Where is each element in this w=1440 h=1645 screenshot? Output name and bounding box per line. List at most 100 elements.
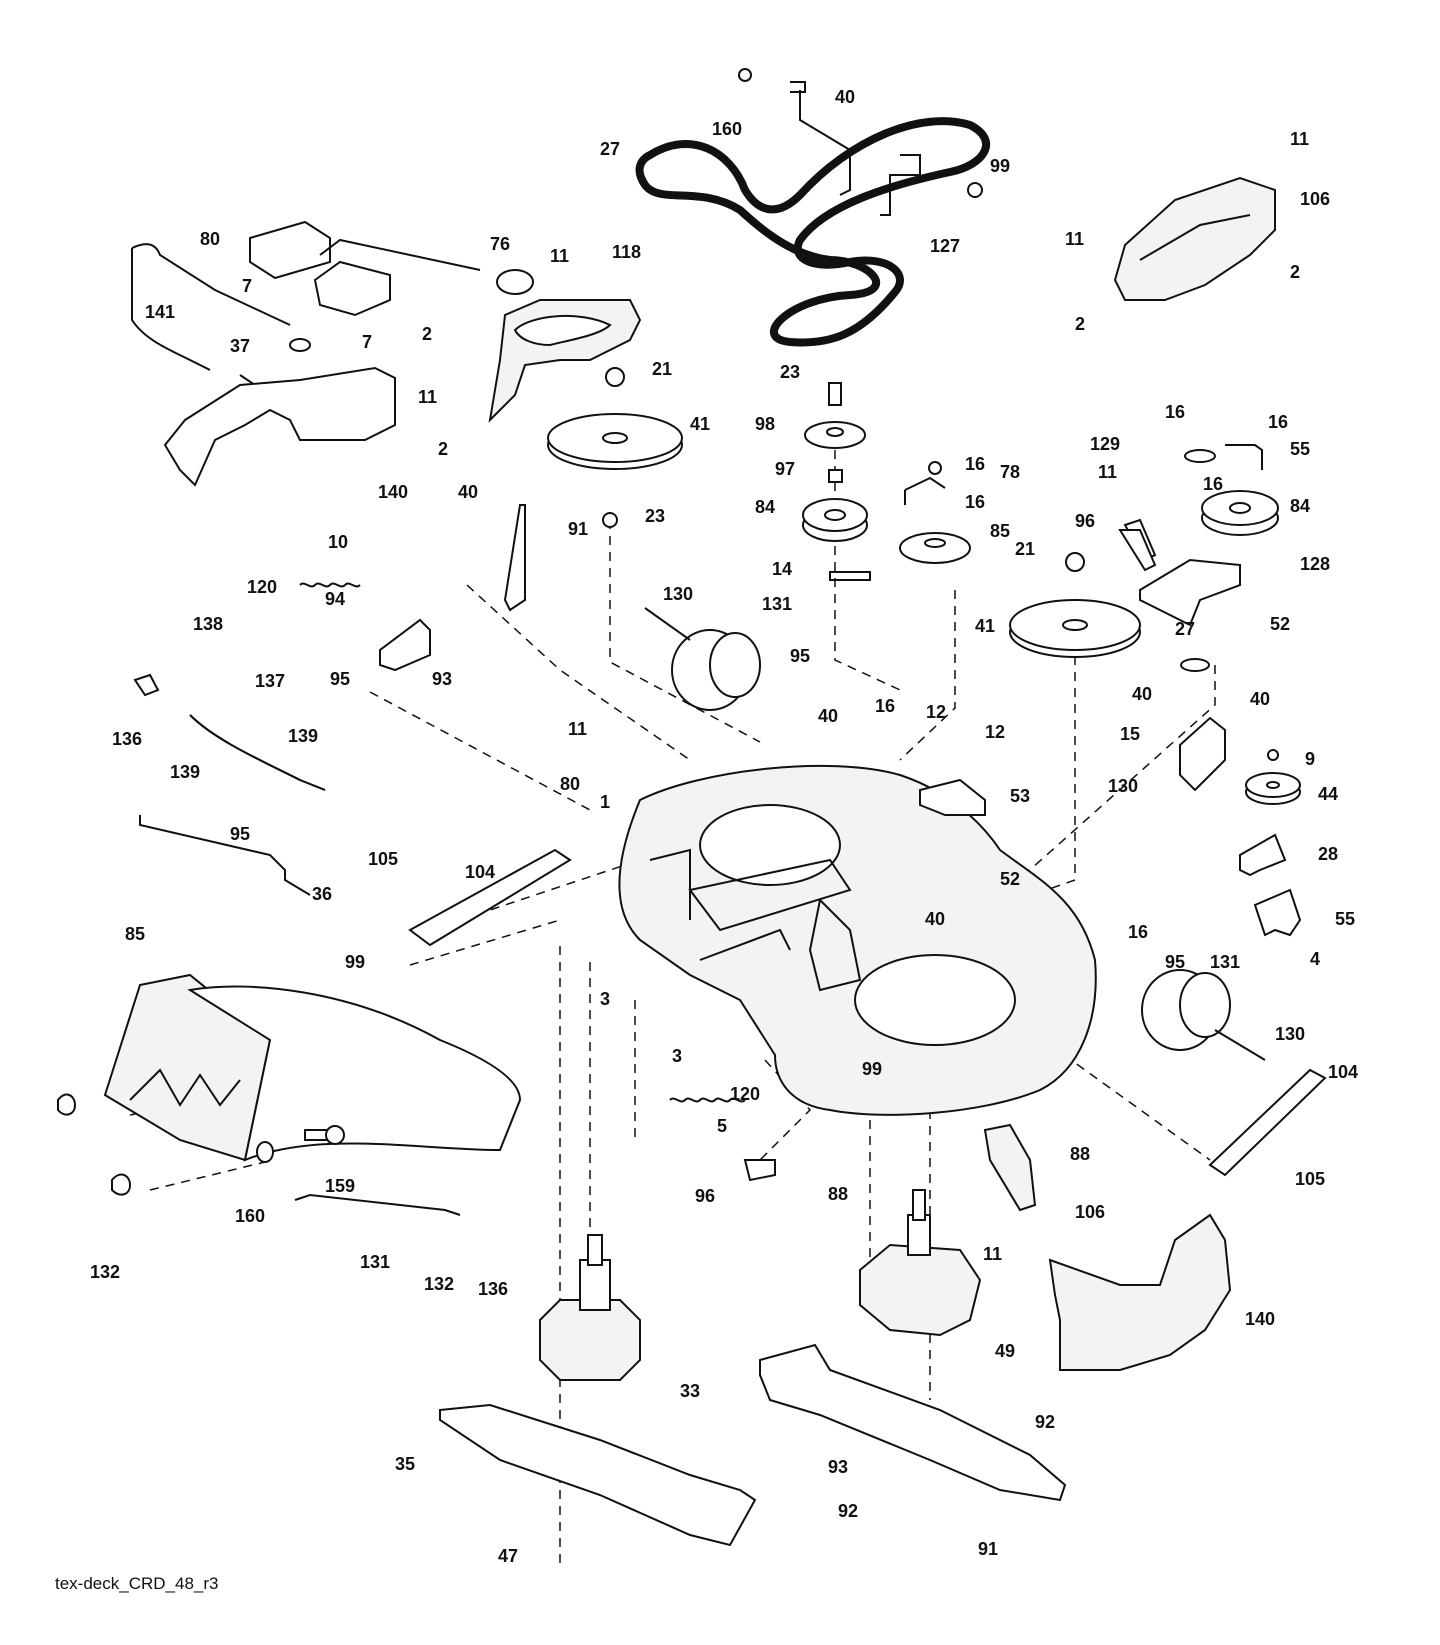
callout-118: 128 [1300,554,1330,574]
callout-129: 131 [360,1252,390,1272]
callout-53: 55 [1335,909,1355,929]
rod-129 [294,1193,461,1216]
diagram-caption: tex-deck_CRD_48_r3 [55,1574,219,1593]
idler-pulleys-center [802,382,868,542]
callout-36: 36 [312,884,332,904]
callout-49: 49 [995,1341,1015,1361]
callout-105: 118 [612,242,641,262]
rod-92 [139,815,311,896]
callout-152: 141 [145,302,175,322]
callout-93: 96 [1075,511,1095,531]
callout-23: 23 [780,362,800,382]
callout-47: 47 [498,1546,518,1566]
callout-48-a: 52 [1270,614,1290,634]
callout-89: 93 [432,669,452,689]
callout-12-a: 12 [926,702,946,722]
callout-100-a: 105 [368,849,398,869]
callout-2-c: 2 [422,324,432,344]
callout-35: 35 [395,1454,415,1474]
callout-16-f: 16 [875,696,895,716]
callout-2-d: 2 [438,439,448,459]
callout-15: 15 [1120,724,1140,744]
callout-27: 27 [600,139,620,159]
callout-labels: 160 40 27 99 127 11 106 11 2 2 80 76 11 … [90,87,1358,1566]
callout-16-a: 16 [965,454,985,474]
bracket-89 [379,618,431,672]
callout-44: 44 [1318,784,1338,804]
gauge-wheel-left [644,607,761,711]
callout-98-b: 99 [862,1059,882,1079]
callout-98-a: 99 [345,952,365,972]
callout-139-a: 139 [288,726,318,746]
callout-132: 132 [90,1262,120,1282]
callout-11-g: 11 [983,1244,1002,1264]
callout-95-a: 160 [712,119,742,139]
bracket-84 [503,504,526,612]
deck-pulley-left [547,367,683,528]
lift-control-assembly [131,220,534,393]
callout-43-b: 41 [975,616,995,636]
callout-17-b: 21 [1015,539,1035,559]
callout-2-a: 2 [1290,262,1300,282]
callout-3-b: 3 [672,1046,682,1066]
drive-belt [635,117,990,347]
callout-7-a: 7 [242,276,252,296]
baffle-103 [983,1123,1037,1212]
callout-16-c: 16 [1165,402,1185,422]
callout-11-b: 11 [1065,229,1084,249]
discharge-chute [103,973,522,1162]
callout-16-b: 16 [965,492,985,512]
callout-16-g: 16 [1128,922,1148,942]
callout-92: 95 [230,824,250,844]
callout-14: 14 [772,559,792,579]
callout-11-d: 11 [418,387,437,407]
idler-pulley-78 [829,461,971,581]
callout-72: 85 [125,924,145,944]
callout-37: 37 [230,336,250,356]
callout-128-a: 131 [762,594,792,614]
callout-41-a: 40 [458,482,478,502]
idler-arm-assembly [738,68,983,216]
spring-106-lower [669,1097,746,1103]
callout-130: 132 [424,1274,454,1294]
callout-11-c: 11 [550,246,569,266]
callout-88: 93 [828,1457,848,1477]
callout-127-a: 130 [663,584,693,604]
deck-shield-141 [1048,1213,1232,1371]
callout-11-a: 11 [1290,129,1309,149]
callout-48-b: 52 [1000,869,1020,889]
callout-12-b: 12 [985,722,1005,742]
callout-41-e: 40 [925,909,945,929]
callout-141: 140 [1245,1309,1275,1329]
callout-122: 129 [1090,434,1120,454]
callout-140: 140 [378,482,408,502]
callout-10: 10 [328,532,348,552]
callout-7-b: 7 [362,332,372,352]
callout-78: 85 [990,521,1010,541]
callout-131: 136 [478,1279,508,1299]
mower-blade-right [759,1343,1067,1502]
callout-16-e: 16 [1203,474,1223,494]
mower-blade-left [439,1403,757,1547]
callout-137: 138 [193,614,223,634]
bracket-93 [1118,529,1157,572]
callout-139-b: 139 [170,762,200,782]
callout-43-a: 41 [690,414,710,434]
bracket-52 [919,778,986,816]
spring-106-upper [299,582,361,588]
callout-41-c: 40 [1132,684,1152,704]
callout-5: 5 [717,1116,727,1136]
callout-136: 136 [112,729,142,749]
callout-80-a: 88 [1070,1144,1090,1164]
callout-94: 96 [695,1186,715,1206]
mower-deck-housing [618,764,1097,1116]
callout-28: 28 [1318,844,1338,864]
callout-67: 76 [490,234,510,254]
callout-21: 27 [1175,619,1195,639]
pulley-cover-right [1113,176,1276,301]
callout-91-a: 95 [790,646,810,666]
callout-103: 106 [1075,1202,1105,1222]
callout-120: 127 [930,236,960,256]
callout-99-b: 104 [1328,1062,1358,1082]
callout-52: 53 [1010,786,1030,806]
